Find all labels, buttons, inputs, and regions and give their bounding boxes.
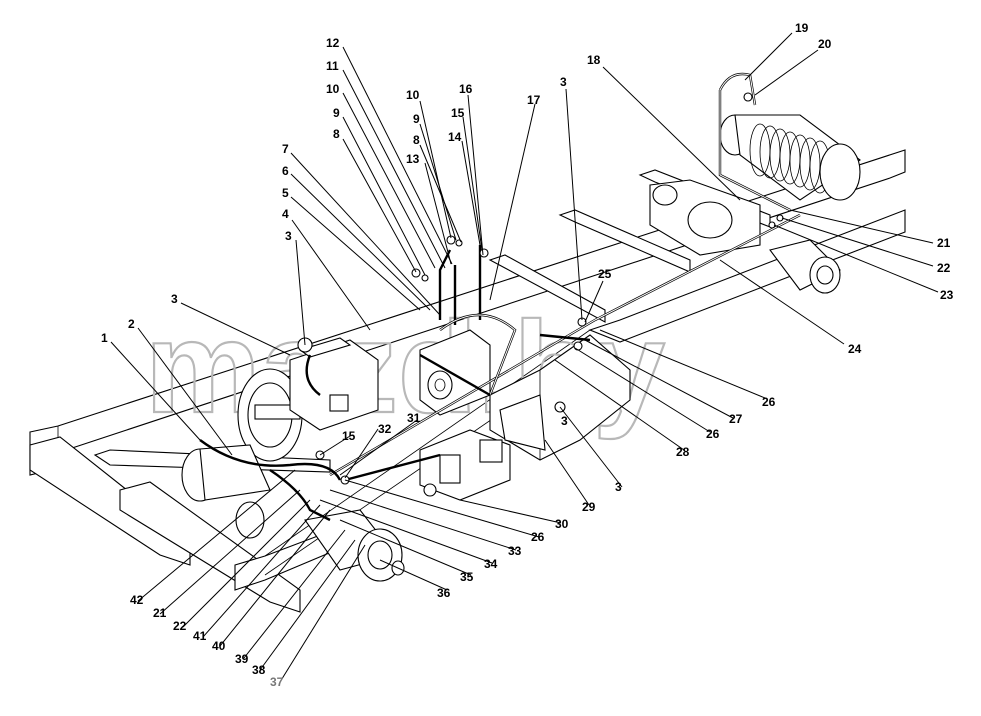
callout-3: 3: [171, 292, 178, 306]
callout-10: 10: [406, 88, 420, 102]
valve-assembly: [419, 429, 511, 501]
callout-21: 21: [153, 606, 167, 620]
callout-18: 18: [587, 53, 601, 67]
callout-23: 23: [940, 288, 954, 302]
callout-29: 29: [582, 500, 596, 514]
callout-3: 3: [615, 480, 622, 494]
callout-1: 1: [101, 331, 108, 345]
callout-37: 37: [270, 675, 284, 689]
rear-axle-housing: [649, 179, 761, 256]
callout-28: 28: [676, 445, 690, 459]
callout-13: 13: [406, 152, 420, 166]
callout-7: 7: [282, 142, 289, 156]
callout-31: 31: [407, 411, 421, 425]
central-valve-block: [419, 329, 491, 416]
callout-16: 16: [459, 82, 473, 96]
callout-26: 26: [531, 530, 545, 544]
callout-22: 22: [173, 619, 187, 633]
front-axle-drum: [181, 368, 303, 539]
callout-25: 25: [598, 267, 612, 281]
callout-24: 24: [848, 342, 862, 356]
brake-chamber-rear: [769, 239, 841, 294]
callout-19: 19: [795, 21, 809, 35]
callout-5: 5: [282, 186, 289, 200]
callout-30: 30: [555, 517, 569, 531]
callout-32: 32: [378, 422, 392, 436]
callout-2: 2: [128, 317, 135, 331]
callout-9: 9: [333, 106, 340, 120]
callout-4: 4: [282, 207, 289, 221]
air-lines: [199, 72, 801, 522]
brake-chamber-front: [304, 509, 405, 582]
callout-39: 39: [235, 652, 249, 666]
callout-26: 26: [706, 427, 720, 441]
callout-labels: 1 2 3 3 3 3 3 4 5 6 7 8 8 9 9 10 10 11 1…: [101, 21, 954, 689]
air-receiver-tank: [489, 334, 631, 461]
callout-35: 35: [460, 570, 474, 584]
leader-lines: [110, 32, 939, 683]
callout-15: 15: [342, 429, 356, 443]
callout-26: 26: [762, 395, 776, 409]
callout-12: 12: [326, 36, 340, 50]
winch-drum: [719, 114, 861, 201]
callout-42: 42: [130, 593, 144, 607]
callout-21: 21: [937, 236, 951, 250]
callout-40: 40: [212, 639, 226, 653]
callout-34: 34: [484, 557, 498, 571]
callout-6: 6: [282, 164, 289, 178]
callout-41: 41: [193, 629, 207, 643]
callout-9: 9: [413, 112, 420, 126]
callout-17: 17: [527, 93, 541, 107]
callout-8: 8: [333, 127, 340, 141]
callout-11: 11: [326, 59, 339, 73]
callout-36: 36: [437, 586, 451, 600]
callout-14: 14: [448, 130, 462, 144]
callout-38: 38: [252, 663, 266, 677]
callout-3: 3: [285, 229, 292, 243]
callout-3: 3: [560, 75, 567, 89]
callout-3: 3: [561, 414, 568, 428]
callout-27: 27: [729, 412, 743, 426]
callout-8: 8: [413, 133, 420, 147]
callout-15: 15: [451, 106, 465, 120]
callout-10: 10: [326, 82, 340, 96]
callout-22: 22: [937, 261, 951, 275]
callout-20: 20: [818, 37, 832, 51]
compressor-unit: [289, 337, 379, 431]
callout-33: 33: [508, 544, 522, 558]
